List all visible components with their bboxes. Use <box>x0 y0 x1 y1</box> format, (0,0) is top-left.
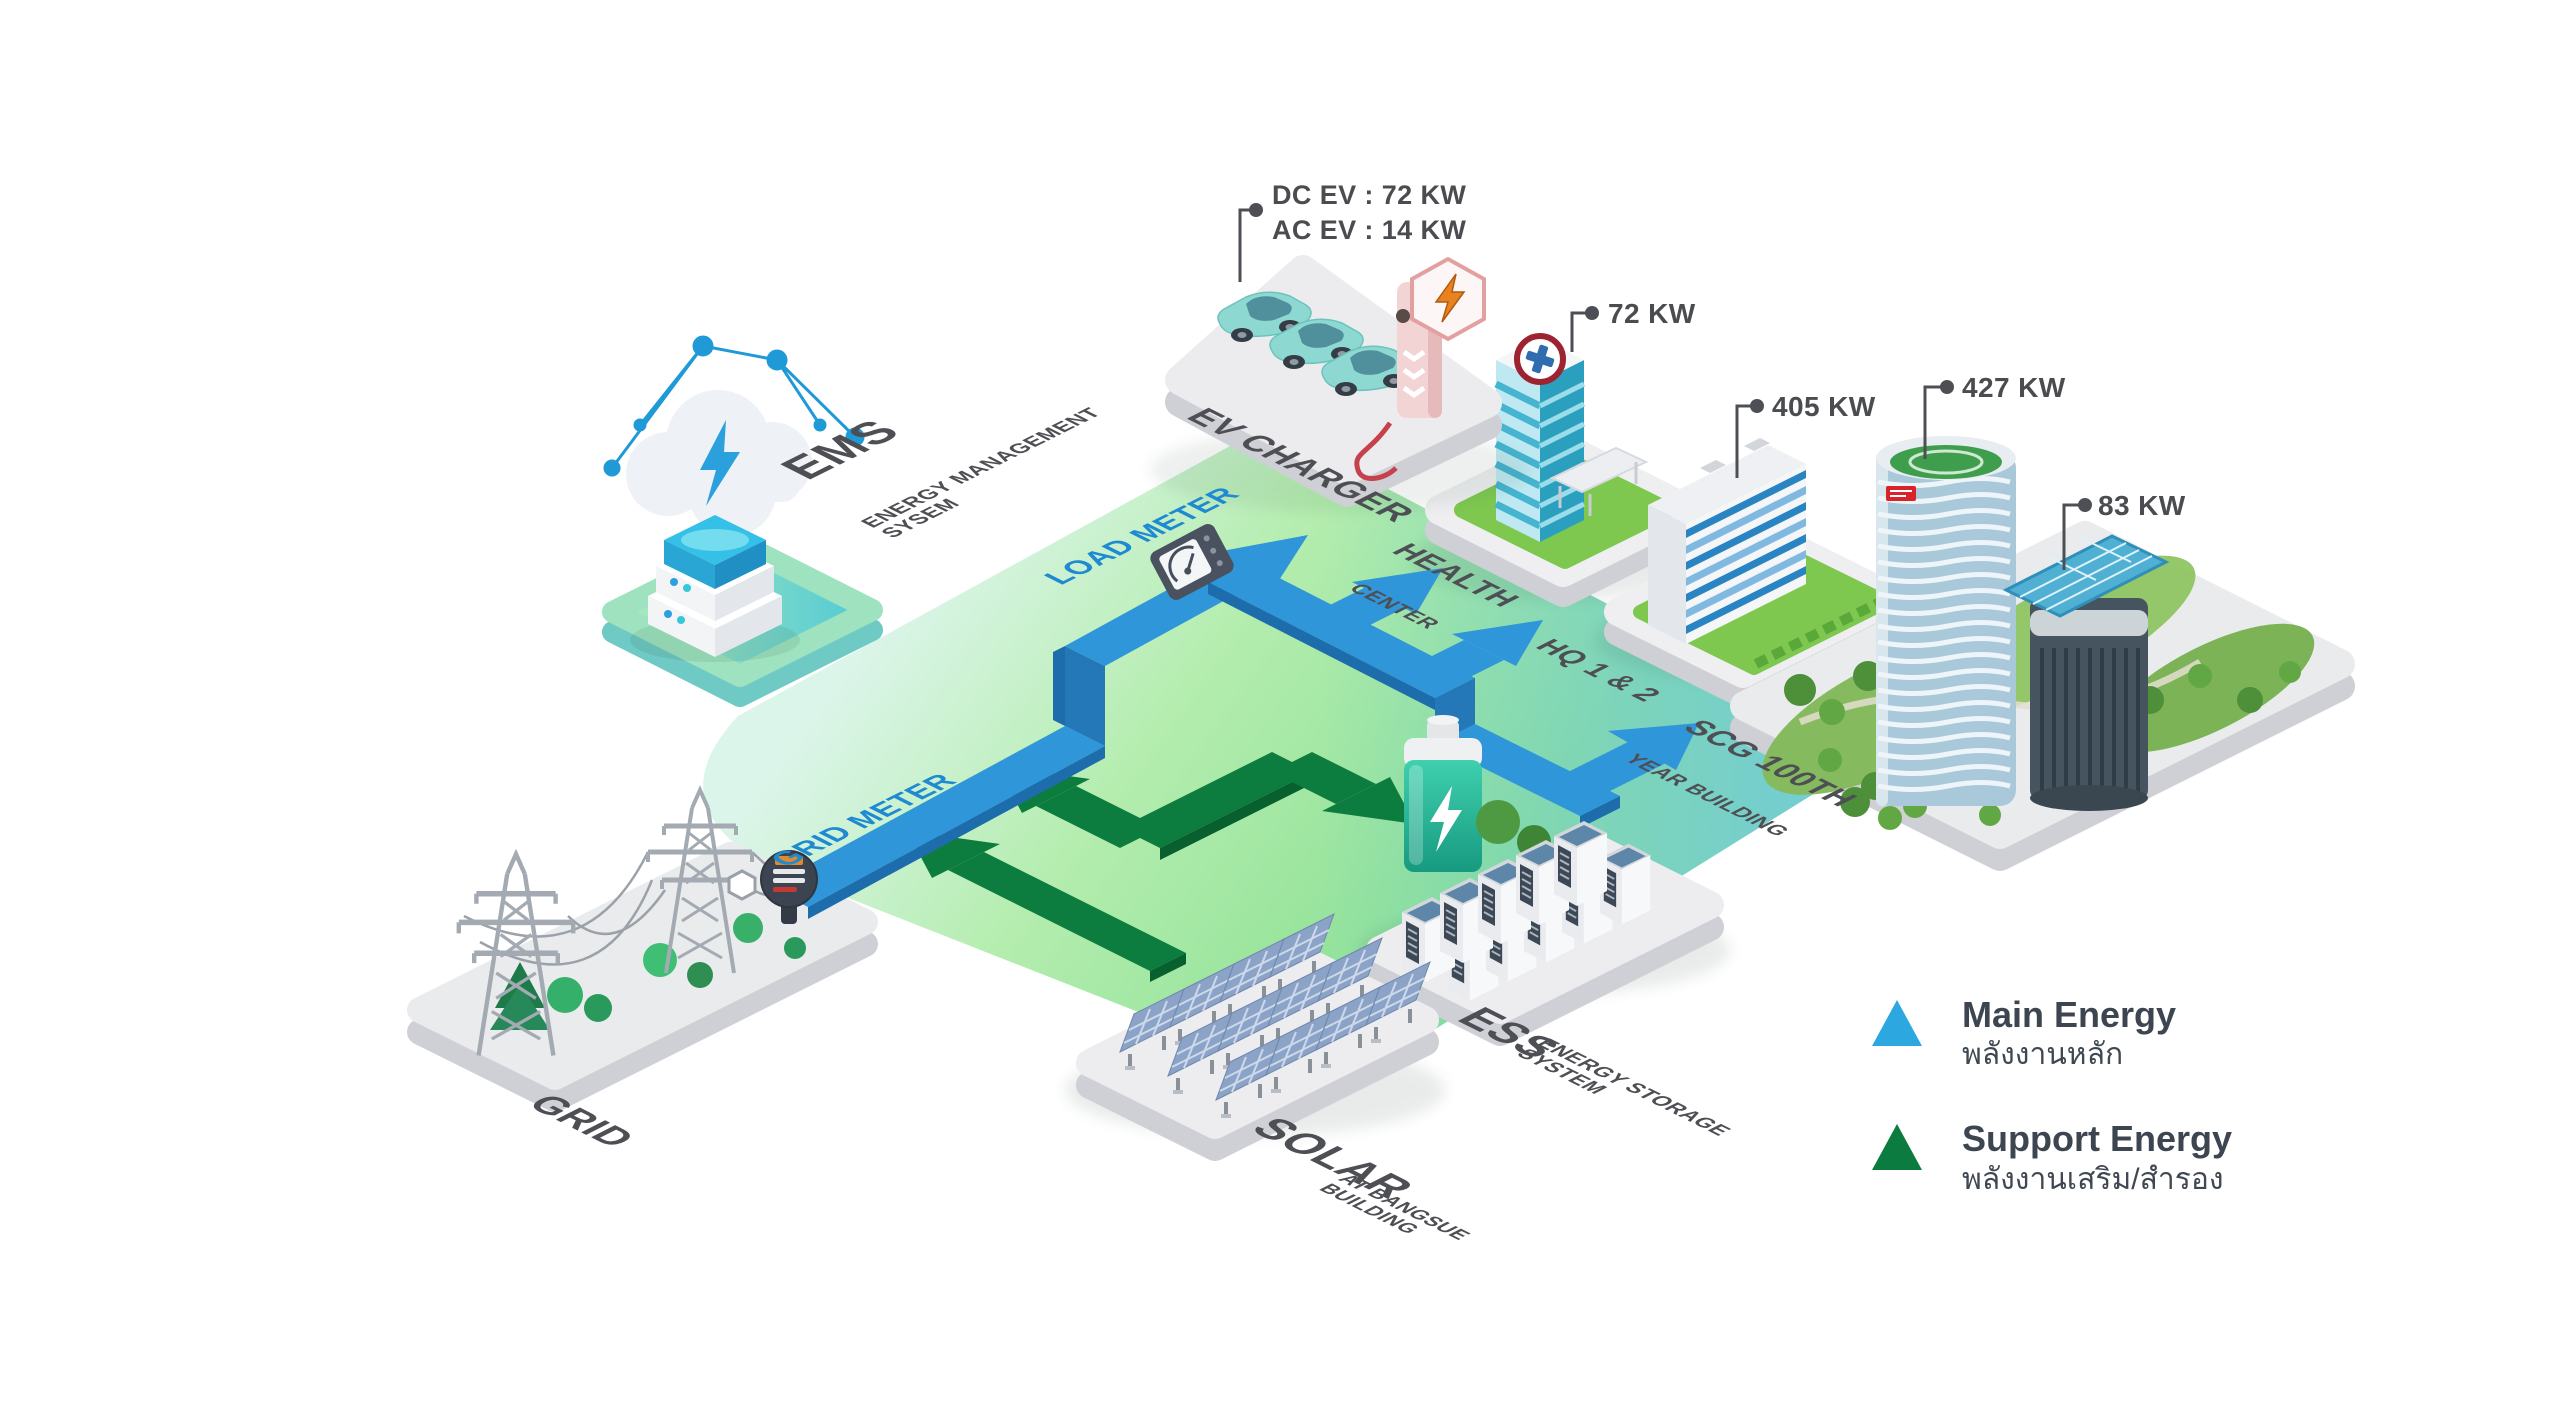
grid-meter-icon <box>727 850 818 924</box>
legend: Main Energy พลังงานหลัก Support Energy พ… <box>1872 994 2232 1243</box>
solar-roof <box>2002 534 2170 618</box>
ems-node <box>602 335 883 707</box>
main-energy-thai-label: พลังงานหลัก <box>1962 1038 2124 1072</box>
solar-node <box>1065 912 1445 1161</box>
grid-node <box>407 790 878 1112</box>
support-energy-label: Support Energy <box>1962 1118 2233 1160</box>
hq-kw-callout: 405 KW <box>1772 391 1876 422</box>
ess-node <box>1360 715 1730 1046</box>
scg-100th-year-building <box>1730 436 2355 871</box>
network-icon <box>603 335 865 477</box>
tower-83kw <box>2002 534 2170 811</box>
support-energy-triangle-icon <box>1872 1124 1922 1171</box>
helipad-icon <box>1890 445 2002 479</box>
medical-cross-icon <box>1514 333 1566 385</box>
legend-main-energy: Main Energy พลังงานหลัก <box>1872 994 2232 1074</box>
ev-charger-node <box>1150 255 1530 512</box>
charging-station-icon <box>1354 256 1486 481</box>
support-energy-flows <box>907 752 1415 982</box>
scg-kw-callout: 427 KW <box>1962 372 2066 403</box>
scg-tower <box>1876 436 2016 806</box>
server-stack-icon <box>630 515 800 662</box>
tower83-kw-callout: 83 KW <box>2098 490 2186 521</box>
battery-icon <box>1404 715 1482 872</box>
support-energy-thai-label: พลังงานเสริม/สำรอง <box>1962 1162 2224 1196</box>
health-kw-callout: 72 KW <box>1608 298 1696 329</box>
meters <box>727 524 1234 924</box>
health-canopy <box>1549 446 1649 516</box>
main-energy-triangle-icon <box>1872 1000 1922 1046</box>
main-energy-flows <box>768 535 1699 919</box>
callout-lines <box>1238 203 2092 570</box>
legend-support-energy: Support Energy พลังงานเสริม/สำรอง <box>1872 1118 2232 1198</box>
main-energy-label: Main Energy <box>1962 994 2177 1035</box>
scg-logo-icon <box>1886 486 1916 501</box>
load-meter-icon <box>1150 524 1234 600</box>
lightning-icon <box>700 420 740 506</box>
cloud-icon <box>626 390 812 536</box>
ev-kw-callout: DC EV : 72 KW AC EV : 14 KW <box>1272 180 1467 245</box>
